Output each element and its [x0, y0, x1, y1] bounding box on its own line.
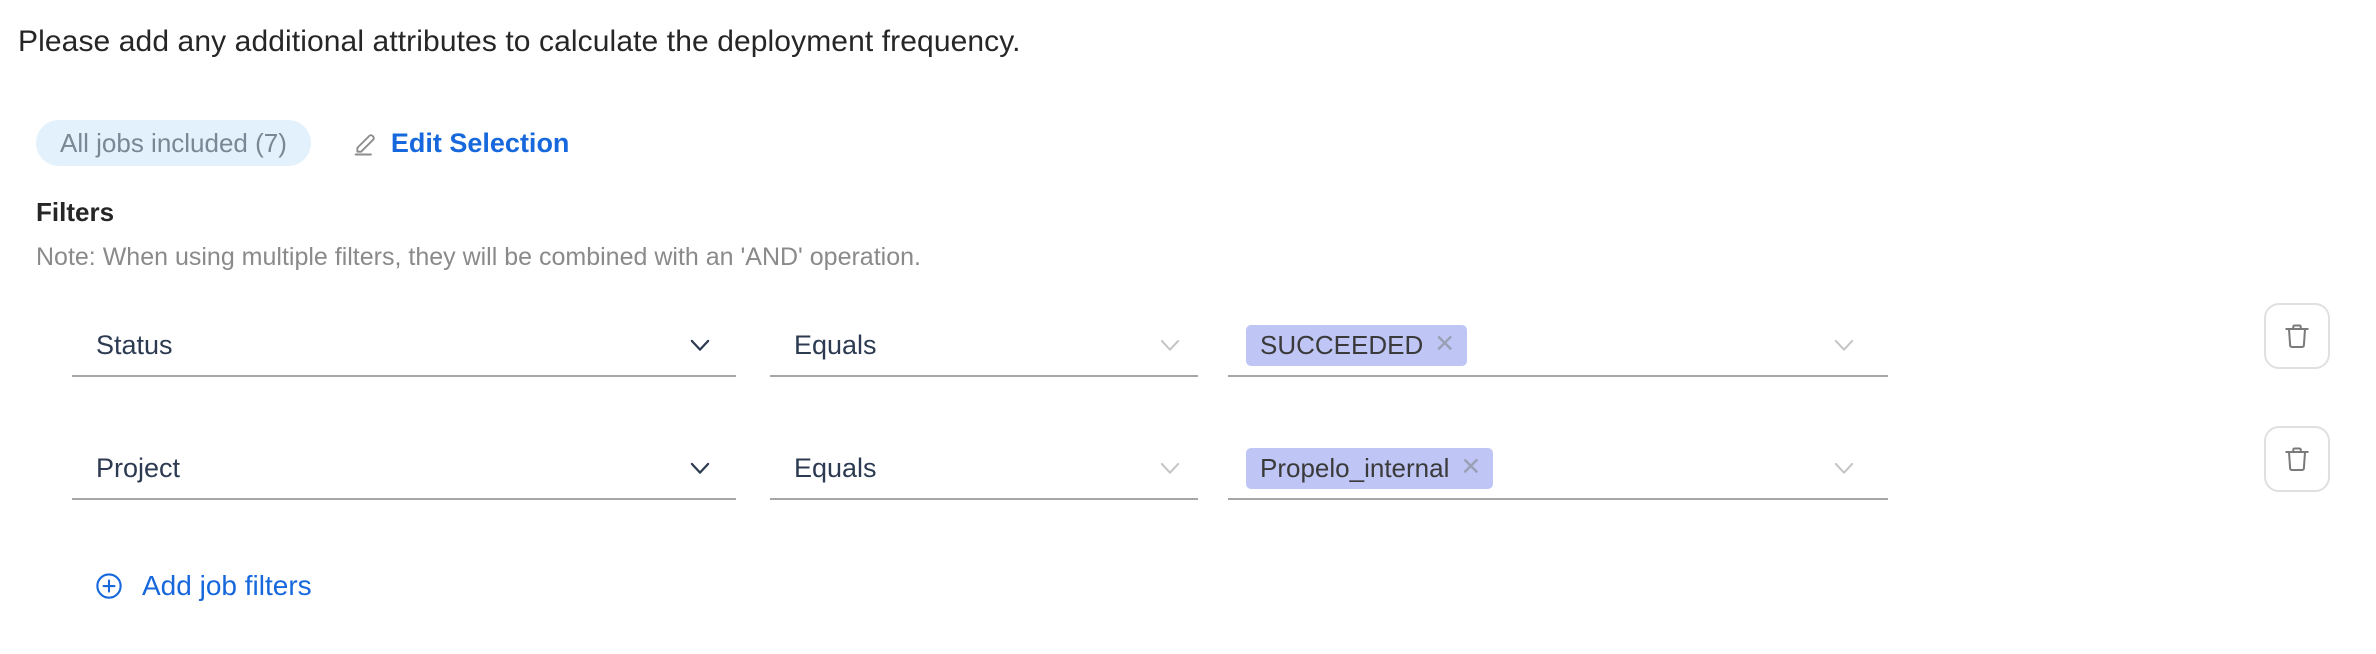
close-icon[interactable]: ✕ — [1460, 453, 1482, 481]
filter-value-chips: SUCCEEDED ✕ — [1228, 324, 1468, 366]
filter-attribute-value: Project — [96, 452, 181, 483]
value-chip-label: Propelo_internal — [1260, 452, 1450, 483]
filter-row: Project Equals Propelo_internal ✕ — [0, 419, 2376, 500]
filter-row: Status Equals SUCCEEDED ✕ — [0, 296, 2376, 377]
delete-filter-button[interactable] — [2264, 303, 2330, 369]
filter-value-chips: Propelo_internal ✕ — [1228, 447, 1494, 489]
chevron-down-icon — [1830, 454, 1858, 482]
add-job-filters-label: Add job filters — [142, 570, 312, 601]
page-title: Please add any additional attributes to … — [18, 25, 1021, 58]
filters-heading: Filters — [36, 197, 115, 227]
selection-row: All jobs included (7) Edit Selection — [36, 120, 569, 166]
trash-icon — [2282, 321, 2312, 351]
jobs-included-badge: All jobs included (7) — [36, 120, 311, 166]
filter-value-select[interactable]: SUCCEEDED ✕ — [1228, 315, 1888, 377]
close-icon[interactable]: ✕ — [1434, 330, 1456, 358]
filter-attribute-select[interactable]: Status — [72, 315, 736, 377]
filter-operator-value: Equals — [794, 329, 877, 360]
trash-icon — [2282, 444, 2312, 474]
edit-selection-button[interactable]: Edit Selection — [353, 127, 570, 159]
chevron-down-icon — [1156, 331, 1184, 359]
value-chip-label: SUCCEEDED — [1260, 329, 1424, 360]
value-chip[interactable]: Propelo_internal ✕ — [1246, 447, 1494, 489]
filter-operator-select[interactable]: Equals — [770, 438, 1198, 500]
circle-plus-icon — [94, 571, 124, 601]
chevron-down-icon — [1156, 454, 1184, 482]
filter-attribute-value: Status — [96, 329, 173, 360]
filter-operator-select[interactable]: Equals — [770, 315, 1198, 377]
filter-attribute-select[interactable]: Project — [72, 438, 736, 500]
delete-filter-button[interactable] — [2264, 426, 2330, 492]
edit-selection-label: Edit Selection — [390, 127, 570, 158]
add-job-filters-button[interactable]: Add job filters — [94, 570, 312, 602]
chevron-down-icon — [1830, 331, 1858, 359]
chevron-down-icon — [686, 331, 714, 359]
filter-rows: Status Equals SUCCEEDED ✕ — [0, 296, 2376, 542]
chevron-down-icon — [686, 454, 714, 482]
pencil-icon — [353, 130, 379, 156]
filter-operator-value: Equals — [794, 452, 877, 483]
filter-value-select[interactable]: Propelo_internal ✕ — [1228, 438, 1888, 500]
value-chip[interactable]: SUCCEEDED ✕ — [1246, 324, 1468, 366]
filters-note: Note: When using multiple filters, they … — [36, 243, 921, 271]
